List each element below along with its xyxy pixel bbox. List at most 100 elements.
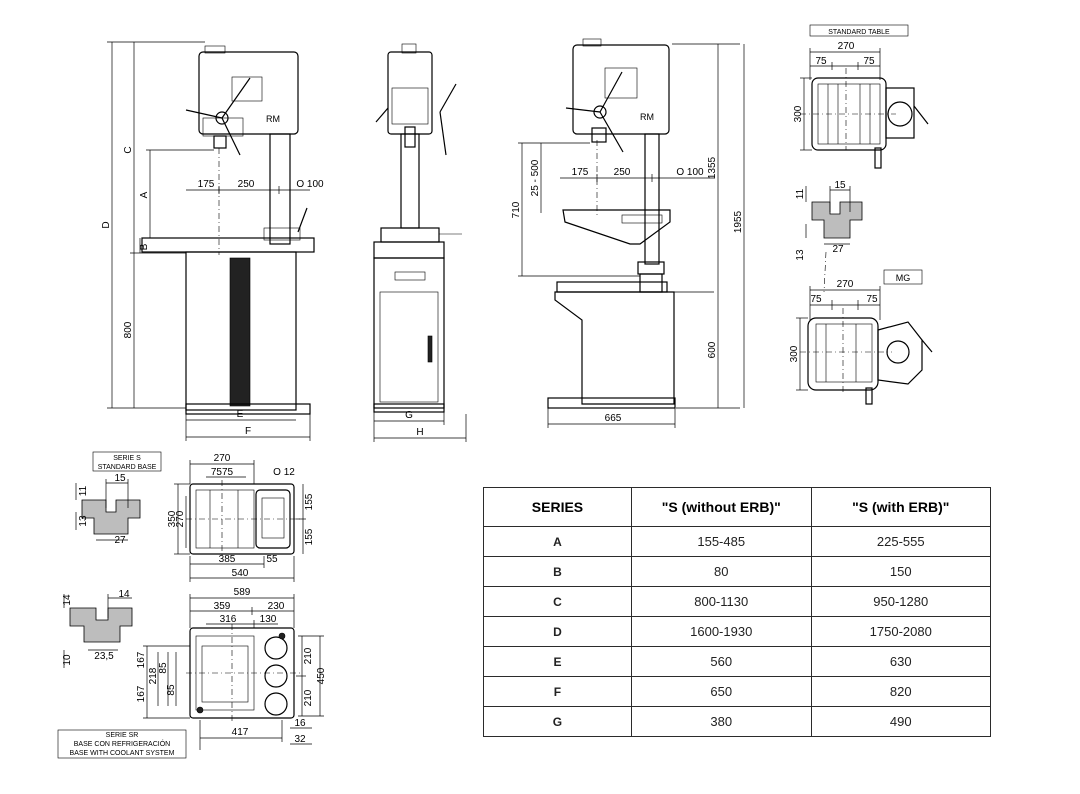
row-key: D	[483, 616, 632, 647]
series-s-base-view	[75, 451, 306, 582]
value-with-erb: 950-1280	[810, 586, 992, 617]
dim-300-mg: 300	[789, 345, 800, 362]
value-without-erb: 560	[630, 646, 812, 677]
slot-dim-15: 15	[834, 180, 846, 191]
sr-dim-210b: 210	[303, 689, 314, 706]
sr-slot-dim-14a: 14	[62, 594, 73, 606]
row-key: G	[483, 706, 632, 737]
side-view	[373, 43, 467, 442]
dim-label-d: D	[101, 221, 112, 228]
mg-table-labels: MG 270 75 75 300	[789, 273, 910, 362]
dim-1355: 1355	[707, 156, 718, 179]
dim-label-a: A	[139, 191, 150, 198]
dim-175-r: 175	[572, 167, 589, 178]
sr-dim-167b: 167	[136, 685, 147, 702]
dim-300-st: 300	[793, 105, 804, 122]
dim-75a-st: 75	[815, 56, 827, 67]
front-view-labels: C D A B 800 E F 175 250 O 100	[101, 146, 324, 437]
series-s-base-labels: SERIE S STANDARD BASE 15 11 13 27 270 75…	[78, 453, 315, 579]
sr-dim-32: 32	[294, 734, 306, 745]
dim-o100: O 100	[296, 179, 324, 190]
s-dim-55: 55	[266, 554, 278, 565]
dim-label-b: B	[139, 243, 150, 250]
s-dim-350: 350	[167, 510, 178, 527]
dim-175: 175	[198, 179, 215, 190]
series-spec-table: SERIES "S (without ERB)" "S (with ERB)" …	[483, 487, 992, 737]
right-view: RM	[518, 38, 745, 428]
sr-dim-316: 316	[220, 614, 237, 625]
dim-label-c: C	[123, 146, 134, 153]
dim-label-g: G	[405, 410, 413, 421]
s-dim-155a: 155	[304, 493, 315, 510]
dim-label-f: F	[245, 426, 251, 437]
table-header-row: SERIES "S (without ERB)" "S (with ERB)"	[483, 487, 992, 527]
sr-dim-85a: 85	[158, 662, 169, 674]
table-row: G 380 490	[483, 706, 992, 737]
header-with-erb: "S (with ERB)"	[810, 487, 992, 527]
slot-dim-27: 27	[832, 244, 844, 255]
sr-dim-130: 130	[260, 614, 277, 625]
dim-665: 665	[605, 413, 622, 424]
standard-table-view	[800, 24, 929, 169]
mg-table-view	[796, 269, 933, 405]
value-with-erb: 820	[810, 676, 992, 707]
value-with-erb: 225-555	[810, 526, 992, 557]
dim-710: 710	[511, 201, 522, 218]
standard-table-title: STANDARD TABLE	[828, 29, 890, 36]
dim-25-500: 25 - 500	[530, 159, 541, 196]
s-slot-dim-27: 27	[114, 535, 126, 546]
dim-o100-r: O 100	[676, 167, 704, 178]
header-without-erb: "S (without ERB)"	[630, 487, 812, 527]
sr-dim-417: 417	[232, 727, 249, 738]
dim-label-e: E	[237, 409, 244, 420]
sr-slot-dim-10: 10	[62, 654, 73, 666]
sr-dim-16: 16	[294, 718, 306, 729]
value-without-erb: 800-1130	[630, 586, 812, 617]
s-dim-385: 385	[219, 554, 236, 565]
sr-slot-dim-14b: 14	[118, 589, 130, 600]
table-row: A 155-485 225-555	[483, 526, 992, 557]
row-key: A	[483, 526, 632, 557]
dim-75a-mg: 75	[810, 294, 822, 305]
value-without-erb: 80	[630, 556, 812, 587]
dim-250-r: 250	[614, 167, 631, 178]
s-dim-540: 540	[232, 568, 249, 579]
table-row: C 800-1130 950-1280	[483, 586, 992, 617]
table-row: B 80 150	[483, 556, 992, 587]
sr-dim-210a: 210	[303, 647, 314, 664]
dim-75b-mg: 75	[866, 294, 878, 305]
header-series: SERIES	[483, 487, 632, 527]
right-view-labels: 175 250 O 100 25 - 500 710 1355 1955 600…	[511, 156, 744, 424]
value-without-erb: 650	[630, 676, 812, 707]
dim-label-h: H	[416, 427, 423, 438]
row-key: C	[483, 586, 632, 617]
table-row: F 650 820	[483, 676, 992, 707]
dim-75b-st: 75	[863, 56, 875, 67]
row-key: E	[483, 646, 632, 677]
slot-detail-standard-labels: 15 11 27 13	[795, 180, 846, 261]
s-slot-dim-15: 15	[114, 473, 126, 484]
sr-dim-167a: 167	[136, 651, 147, 668]
series-s-tag-line2: STANDARD BASE	[98, 464, 157, 471]
svg-text:RM: RM	[266, 114, 280, 124]
value-without-erb: 380	[630, 706, 812, 737]
value-without-erb: 1600-1930	[630, 616, 812, 647]
slot-dim-11: 11	[795, 188, 806, 199]
table-row: E 560 630	[483, 646, 992, 677]
series-sr-tag-line1: SERIE SR	[106, 732, 139, 739]
value-with-erb: 150	[810, 556, 992, 587]
standard-table-labels: STANDARD TABLE 270 75 75 300	[793, 29, 890, 122]
dim-1955: 1955	[733, 210, 744, 233]
series-sr-base-labels: 14 14 10 23,5 589 359 230 316 130 167 16…	[62, 587, 327, 757]
slot-dim-13: 13	[795, 249, 806, 261]
svg-text:RM: RM	[640, 112, 654, 122]
slot-detail-standard	[805, 186, 863, 293]
front-view: RM	[107, 41, 315, 441]
s-dim-155b: 155	[304, 528, 315, 545]
dim-250: 250	[238, 179, 255, 190]
s-dim-7575: 7575	[211, 467, 234, 478]
series-sr-base-view	[57, 594, 324, 759]
s-slot-dim-11: 11	[78, 485, 89, 496]
s-dim-270: 270	[214, 453, 231, 464]
s-dim-270-v: 270	[175, 510, 186, 527]
